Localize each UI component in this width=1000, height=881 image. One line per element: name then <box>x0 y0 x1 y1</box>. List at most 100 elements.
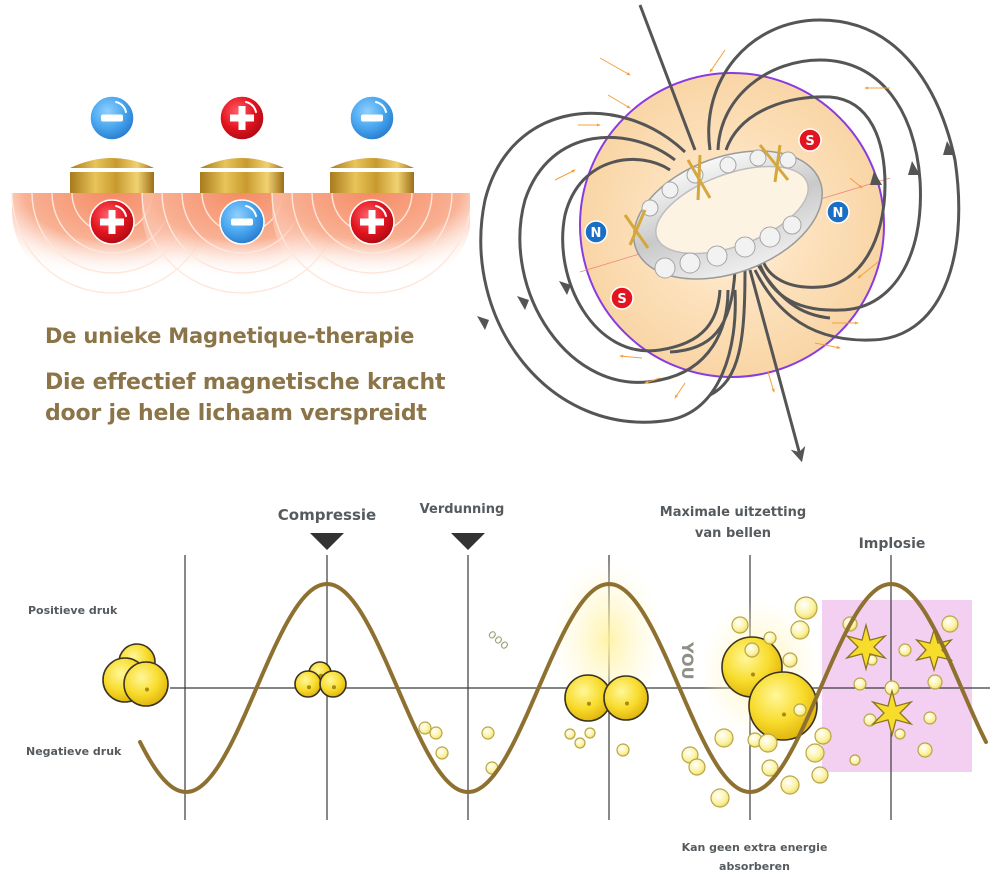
implosion-star-icon <box>870 688 914 738</box>
bubble <box>603 675 649 721</box>
pole-badge-south: S <box>610 286 634 310</box>
pole-label: S <box>617 292 626 307</box>
small-bubble <box>418 721 432 735</box>
small-bubble <box>714 728 734 748</box>
ring <box>623 144 823 280</box>
small-bubble <box>898 643 912 657</box>
charge-ball-below <box>219 199 265 245</box>
implosion-stars <box>844 622 954 738</box>
stage-label-line: van bellen <box>694 526 772 541</box>
magnet-base <box>200 172 284 193</box>
small-bubble <box>761 759 779 777</box>
minus-icon <box>101 114 123 122</box>
small-bubble <box>941 615 959 633</box>
pole-label: N <box>591 226 602 241</box>
pole-label: N <box>833 206 844 221</box>
arrow-up-icon <box>908 161 920 175</box>
field-line <box>479 111 737 424</box>
small-bubble <box>481 726 495 740</box>
arrow-up-icon <box>559 281 571 295</box>
small-bubble <box>710 788 730 808</box>
stage-label-implosie: Implosie <box>858 536 926 552</box>
small-bubble <box>688 758 706 776</box>
small-bubble <box>805 743 825 763</box>
pole-badge-north: N <box>584 220 608 244</box>
stray-bubble-text: ooo <box>484 627 512 654</box>
small-bubble <box>763 631 777 645</box>
field-line <box>561 158 722 353</box>
small-bubble <box>793 703 807 717</box>
headline-title: De unieke Magnetique-therapie <box>45 324 415 348</box>
footnote: Kan geen extra energie absorberen <box>672 838 837 876</box>
small-bubble <box>782 652 798 668</box>
field-line <box>716 58 922 312</box>
field-line <box>638 4 697 151</box>
ring-gold-crosses <box>623 144 790 249</box>
headline-subtitle-line1: Die effectief magnetische kracht <box>45 370 446 395</box>
charge-ball-above <box>349 95 395 141</box>
small-bubble <box>917 742 933 758</box>
field-line <box>748 269 806 463</box>
headline-subtitle-line2: door je hele lichaam verspreidt <box>45 401 427 426</box>
stage-label-compressie: Compressie <box>277 506 377 524</box>
small-bubble <box>927 674 943 690</box>
small-bubble <box>811 766 829 784</box>
small-bubble <box>574 737 586 749</box>
implosion-star-icon <box>914 627 954 673</box>
stage-label-verdunning: Verdunning <box>419 502 505 517</box>
charge-ball-below <box>349 199 395 245</box>
minus-icon <box>361 114 383 122</box>
stage-label-line: Maximale uitzetting <box>659 505 807 520</box>
small-bubble <box>853 677 867 691</box>
magnet-unit <box>70 95 154 245</box>
magnetic-field-diagram: S N N S <box>477 4 961 463</box>
plus-icon <box>230 106 254 130</box>
y-label-negative: Negatieve druk <box>26 745 122 758</box>
small-bubble <box>794 596 818 620</box>
small-bubble <box>790 620 810 640</box>
small-bubble <box>814 727 832 745</box>
arrow-up-icon <box>870 171 882 185</box>
magnet-base <box>70 172 154 193</box>
small-bubble <box>849 754 861 766</box>
small-bubble <box>894 728 906 740</box>
pole-label: S <box>805 134 814 149</box>
arrow-up-icon <box>517 296 529 310</box>
polarity-diagram <box>11 95 470 300</box>
small-bubble <box>731 616 749 634</box>
charge-ball-above <box>219 95 265 141</box>
verdunning-marker-icon <box>451 533 485 550</box>
plus-icon <box>360 210 384 234</box>
small-bubble <box>435 746 449 760</box>
bubble <box>294 670 322 698</box>
magnet-base <box>330 172 414 193</box>
minus-icon <box>231 218 253 226</box>
pole-badge-south: S <box>798 128 822 152</box>
arrow-up-icon <box>477 316 489 330</box>
y-label-positive: Positieve druk <box>28 604 118 617</box>
arrow-up-icon <box>943 141 955 155</box>
bubble <box>319 670 347 698</box>
field-line <box>724 95 887 289</box>
magnet-cap <box>70 158 154 168</box>
field-arrowheads <box>477 141 955 330</box>
stage-label-maximale-uitzetting: Maximale uitzetting van bellen <box>648 502 818 544</box>
footnote-line: Kan geen extra energie <box>681 841 828 854</box>
charge-ball-above <box>89 95 135 141</box>
skin-layer <box>11 192 470 300</box>
footnote-line: absorberen <box>719 860 790 873</box>
field-line <box>518 135 730 384</box>
charge-ball-below <box>89 199 135 245</box>
compressie-marker-icon <box>310 533 344 550</box>
magnet-cap <box>330 158 414 168</box>
field-line <box>756 264 831 320</box>
stray-text: YOU <box>678 641 697 680</box>
magnet-unit <box>200 95 284 245</box>
small-bubble <box>584 727 596 739</box>
small-bubble <box>429 726 443 740</box>
small-bubble <box>616 743 630 757</box>
magnet-unit <box>330 95 414 245</box>
field-lines <box>479 4 961 463</box>
field-line <box>707 18 961 342</box>
small-bubble <box>780 775 800 795</box>
